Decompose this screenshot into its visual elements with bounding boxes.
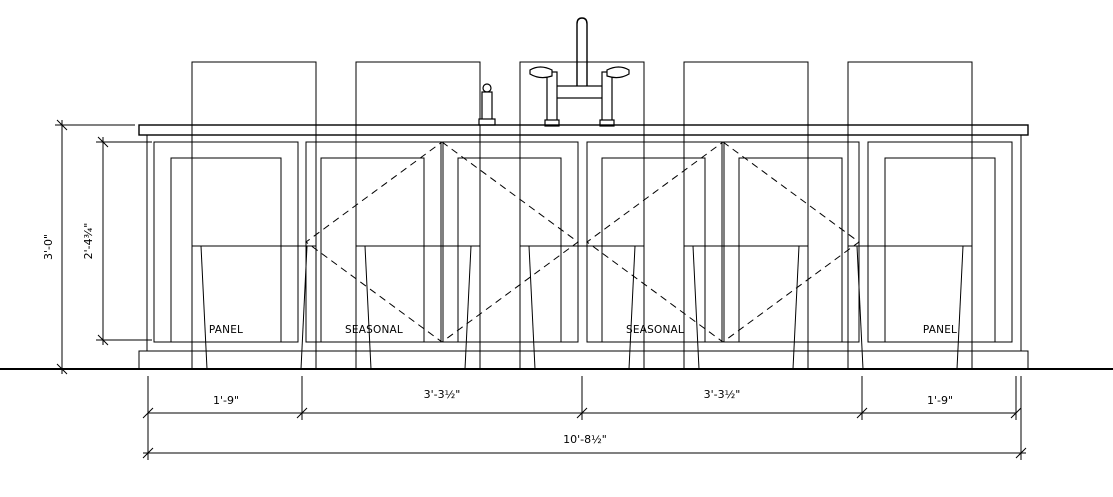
- panel-label-left: PANEL: [209, 324, 243, 336]
- base-height-label: 2'-4¾": [82, 223, 95, 260]
- stool-3: [519, 61, 645, 370]
- seasonal-door-2: [442, 141, 579, 343]
- panel-left: [153, 141, 299, 343]
- seasonal-label-left: SEASONAL: [345, 324, 403, 336]
- segment-2-label: 3'-3½": [424, 388, 461, 401]
- seasonal-door-1: [305, 141, 442, 343]
- segment-4-label: 1'-9": [927, 394, 953, 407]
- stool-2: [355, 61, 481, 370]
- bar-stools: [191, 61, 973, 370]
- bridge-faucet: [529, 17, 630, 127]
- seasonal-door-4: [723, 141, 860, 343]
- cabinet-units: [153, 141, 1013, 343]
- stool-1: [191, 61, 317, 370]
- stool-4: [683, 61, 809, 370]
- stool-5: [847, 61, 973, 370]
- height-dimension: [55, 119, 135, 375]
- countertop: [138, 124, 1029, 136]
- cabinet-base: [138, 134, 1029, 370]
- base-height-dimension: [96, 136, 152, 346]
- seasonal-label-right: SEASONAL: [626, 324, 684, 336]
- overall-width-label: 10'-8½": [563, 433, 607, 446]
- overall-width-dimension: [142, 447, 1027, 459]
- height-dimension-label: 3'-0": [42, 234, 55, 260]
- panel-label-right: PANEL: [923, 324, 957, 336]
- seasonal-door-3: [586, 141, 723, 343]
- panel-right: [867, 141, 1013, 343]
- segment-1-label: 1'-9": [213, 394, 239, 407]
- segment-dimensions: [142, 376, 1022, 460]
- door-swing-indicators: [305, 141, 860, 343]
- side-sprayer: [478, 83, 496, 126]
- segment-3-label: 3'-3½": [704, 388, 741, 401]
